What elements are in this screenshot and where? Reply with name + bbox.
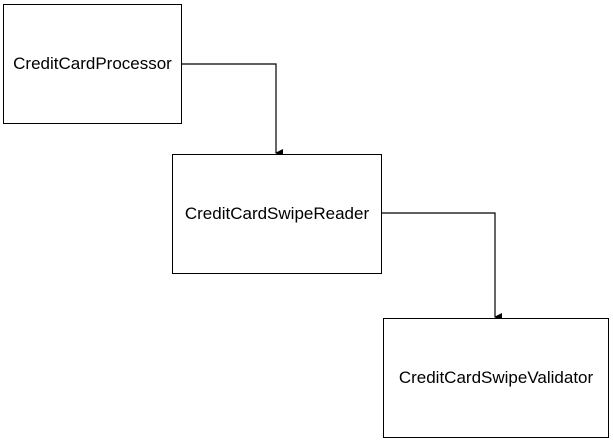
node-label: CreditCardSwipeValidator [398, 368, 594, 387]
node-label: CreditCardProcessor [13, 54, 172, 73]
edge-processor-to-reader [182, 63, 283, 157]
node-credit-card-swipe-reader[interactable]: CreditCardSwipeReader [172, 154, 382, 274]
node-credit-card-processor[interactable]: CreditCardProcessor [3, 4, 182, 124]
node-credit-card-swipe-validator[interactable]: CreditCardSwipeValidator [383, 318, 609, 438]
edge-reader-to-validator [382, 212, 502, 321]
node-label: CreditCardSwipeReader [184, 204, 370, 223]
